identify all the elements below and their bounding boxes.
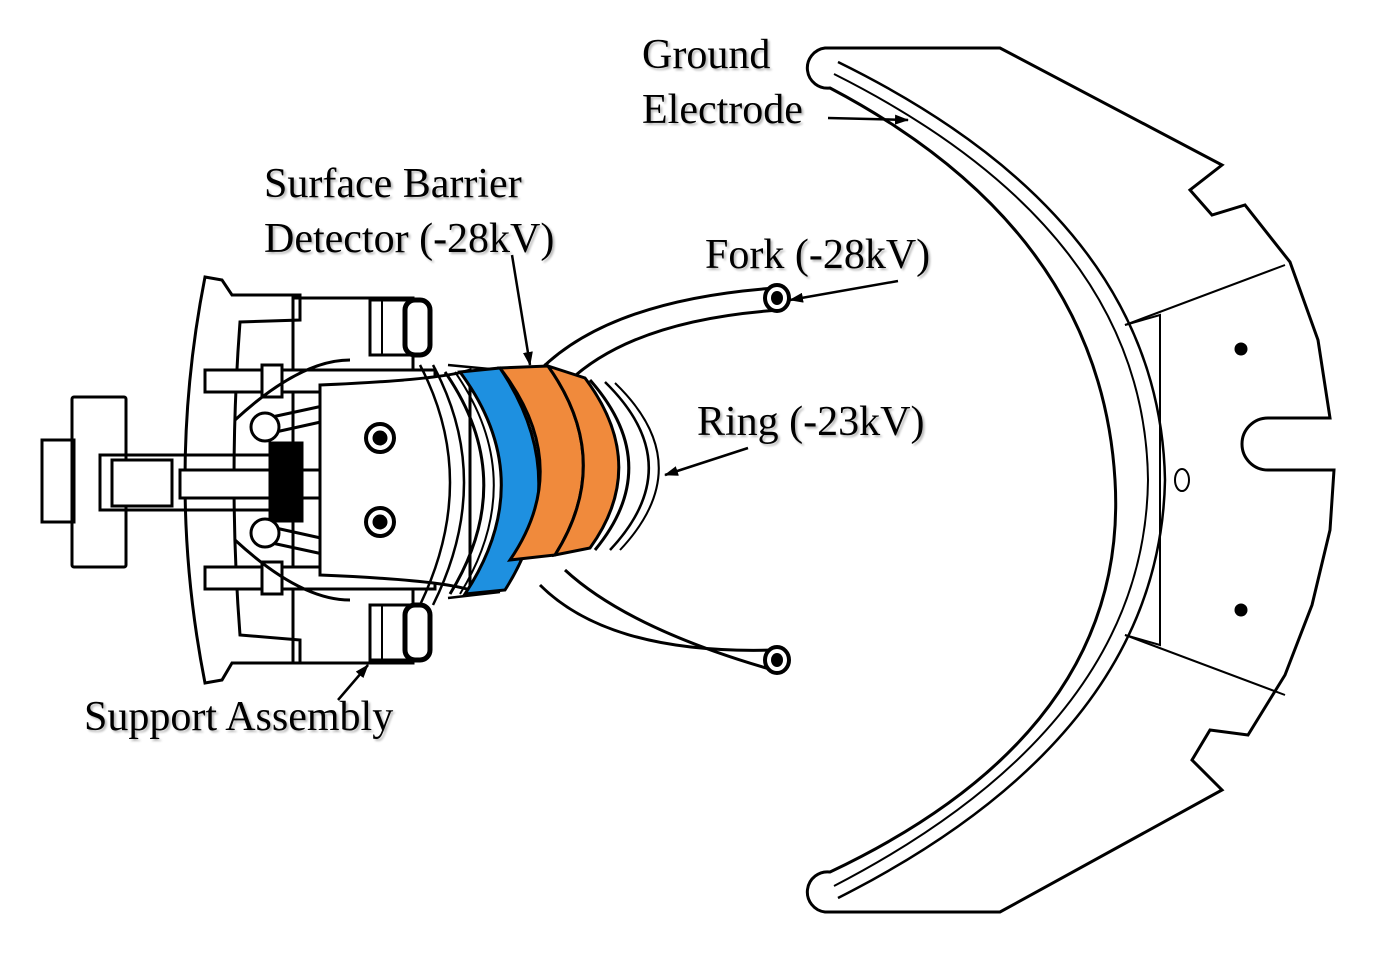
ground-electrode-arrow: [827, 114, 909, 125]
support-arrow: [337, 664, 369, 701]
ring-arrow: [664, 446, 749, 477]
fork-label: Fork (-28kV): [705, 232, 931, 278]
annotation-arrows: [337, 114, 909, 701]
fork: [538, 283, 791, 675]
ground-electrode-label-line2: Electrode: [642, 87, 803, 133]
ground-electrode: [805, 46, 1336, 914]
ground-electrode-label-line1: Ground: [642, 32, 771, 78]
detector-label-line2: Detector (-28kV): [264, 216, 555, 262]
ring-label: Ring (-23kV): [697, 399, 925, 445]
ring: [497, 363, 660, 562]
surface-barrier-detector: [443, 366, 541, 596]
detector-label-line1: Surface Barrier: [264, 161, 522, 207]
support-assembly-label: Support Assembly: [84, 694, 394, 740]
detector-arrow: [510, 254, 533, 366]
fork-arrow: [789, 279, 899, 303]
